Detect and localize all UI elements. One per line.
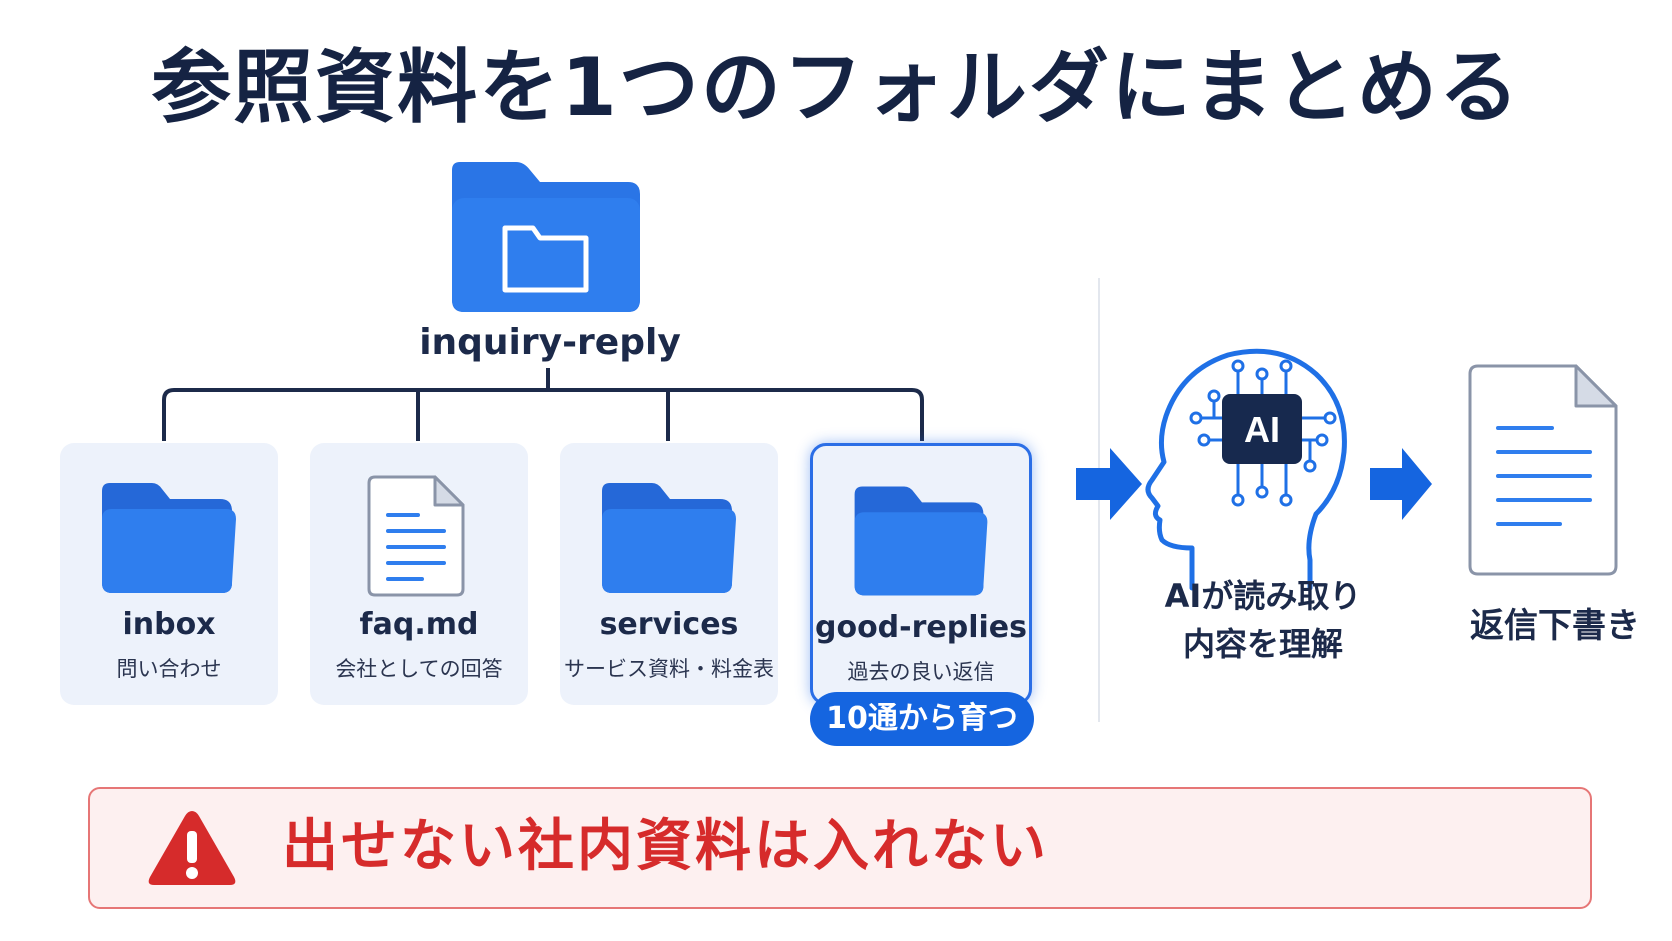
file-description: 会社としての回答 bbox=[335, 657, 503, 681]
file-name: faq.md bbox=[359, 607, 479, 642]
draft-caption: 返信下書き bbox=[1470, 606, 1640, 646]
warning-banner: 出せない社内資料は入れない bbox=[88, 787, 1592, 909]
root-folder-icon[interactable] bbox=[452, 162, 640, 312]
ai-head-icon bbox=[1145, 348, 1347, 591]
folder-icon bbox=[102, 483, 236, 593]
folder-description: 過去の良い返信 bbox=[847, 660, 995, 684]
ai-caption: AIが読み取り 内容を理解 bbox=[1128, 572, 1398, 668]
folder-card-inbox[interactable]: inbox 問い合わせ bbox=[60, 443, 278, 705]
ai-chip-label: AI bbox=[1244, 409, 1280, 450]
warning-text: 出せない社内資料は入れない bbox=[282, 814, 1049, 879]
growth-badge: 10通から育つ bbox=[810, 692, 1034, 746]
ai-caption-line1: AIが読み取り bbox=[1164, 577, 1362, 615]
file-card-faq[interactable]: faq.md 会社としての回答 bbox=[310, 443, 528, 705]
folder-card-good-replies[interactable]: good-replies 過去の良い返信 bbox=[810, 443, 1032, 705]
root-folder-label: inquiry-reply bbox=[419, 322, 681, 363]
folder-name: good-replies bbox=[814, 610, 1027, 645]
folder-name: inbox bbox=[122, 607, 216, 642]
folder-icon bbox=[602, 483, 736, 593]
ai-caption-line2: 内容を理解 bbox=[1182, 625, 1343, 663]
folder-name: services bbox=[599, 607, 739, 642]
arrow-right-icon bbox=[1076, 448, 1142, 520]
folder-description: 問い合わせ bbox=[116, 657, 222, 681]
document-icon bbox=[367, 475, 465, 597]
arrow-right-icon bbox=[1370, 448, 1432, 520]
draft-document-icon bbox=[1468, 364, 1618, 576]
page-title: 参照資料を1つのフォルダにまとめる bbox=[151, 41, 1521, 134]
warning-icon bbox=[148, 811, 236, 885]
folder-description: サービス資料・料金表 bbox=[564, 657, 774, 681]
ai-chip bbox=[1222, 394, 1302, 464]
folder-icon bbox=[854, 486, 988, 596]
folder-card-services[interactable]: services サービス資料・料金表 bbox=[560, 443, 778, 705]
